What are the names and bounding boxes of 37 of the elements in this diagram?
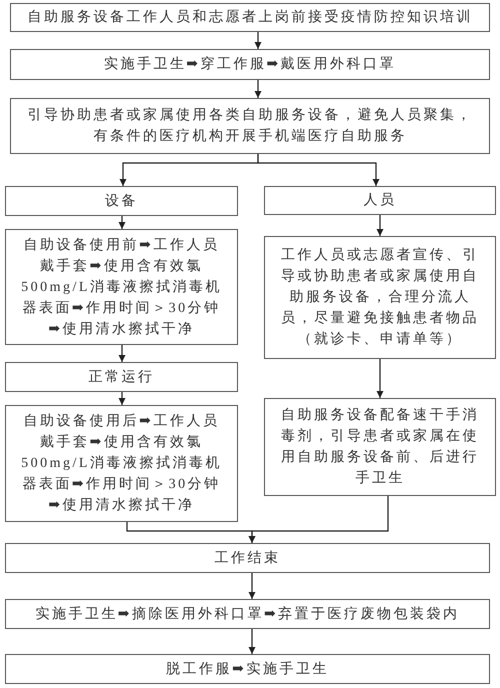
step-text: 引导协助患者或家属使用各类自助服务设备，避免人员聚集，有条件的医疗机构开展手机端医疗自助服务	[26, 106, 474, 146]
arrow	[257, 154, 380, 186]
arrow	[254, 32, 262, 49]
process-box	[5, 599, 490, 629]
process-box	[5, 543, 490, 573]
step-text: 人员	[364, 192, 396, 210]
arrow	[254, 80, 262, 98]
step-text: 正常运行	[88, 368, 154, 386]
arrow	[376, 215, 384, 236]
arrow	[118, 345, 126, 362]
arrow	[118, 392, 126, 405]
step-text: 实施手卫生➡摘除医用外科口罩➡弃置于医疗废物包装袋内	[35, 605, 460, 624]
step-text: 设备	[105, 192, 138, 210]
process-box	[10, 98, 490, 154]
arrow	[248, 573, 256, 599]
process-box	[5, 362, 238, 392]
process-box	[264, 186, 496, 215]
step-text: 自助设备使用前➡工作人员戴手套➡使用含有效氯500mg/L消毒液擦拭消毒机器表面➡作用时间＞30分钟➡使用清水擦拭干净	[20, 236, 223, 338]
arrow	[376, 359, 384, 398]
process-box	[10, 49, 490, 80]
arrow	[118, 216, 126, 229]
step-text: 自助设备使用后➡工作人员戴手套➡使用含有效氯500mg/L消毒液擦拭消毒机器表面➡作用时间＞30分钟➡使用清水擦拭干净	[20, 412, 223, 515]
process-box	[5, 229, 238, 345]
step-text: 自助服务设备工作人员和志愿者上岗前接受疫情防控知识培训	[27, 8, 473, 27]
step-text: 脱工作服➡实施手卫生	[166, 660, 329, 678]
step-text: 自助服务设备配备速干手消毒剂，引导患者或家属在使用自助服务设备前、后进行手卫生	[280, 406, 480, 488]
step-text: 工作人员或志愿者宣传、引导或协助患者或家属使用自助服务设备，合理分流人员，尽量避免接触患者物品（就诊卡、申请单等）	[280, 246, 480, 349]
process-box	[5, 405, 238, 522]
process-box	[10, 3, 490, 32]
step-text: 工作结束	[214, 550, 280, 568]
arrow	[248, 629, 256, 654]
process-box	[5, 186, 238, 216]
step-text: 实施手卫生➡穿工作服➡戴医用外科口罩	[104, 55, 396, 74]
process-box	[264, 398, 496, 496]
process-box	[264, 236, 496, 359]
arrow	[248, 496, 389, 543]
process-box	[5, 654, 490, 684]
